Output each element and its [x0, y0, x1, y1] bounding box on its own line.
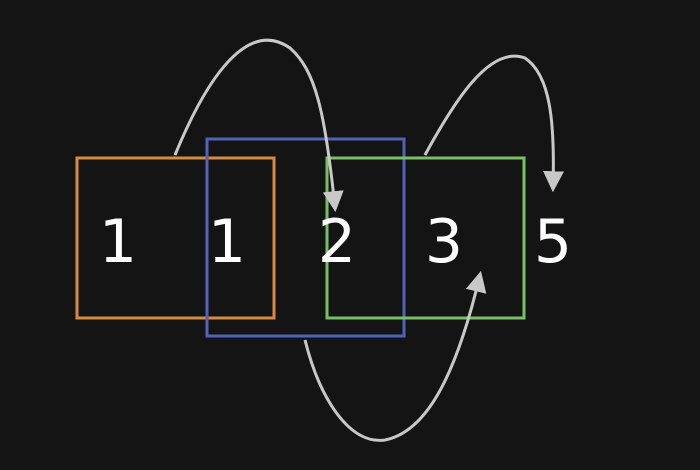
arrow-bottom-to-3	[303, 270, 487, 442]
number-label: 5	[534, 207, 572, 277]
arrow-1-to-2	[173, 38, 344, 213]
arrow-3-to-5	[423, 54, 564, 193]
number-label: 1	[208, 207, 246, 277]
orange-box	[75, 156, 276, 320]
blue-box	[205, 137, 406, 338]
number-label: 3	[425, 207, 463, 277]
green-box	[325, 156, 526, 320]
number-label: 2	[318, 207, 356, 277]
number-label: 1	[99, 207, 137, 277]
